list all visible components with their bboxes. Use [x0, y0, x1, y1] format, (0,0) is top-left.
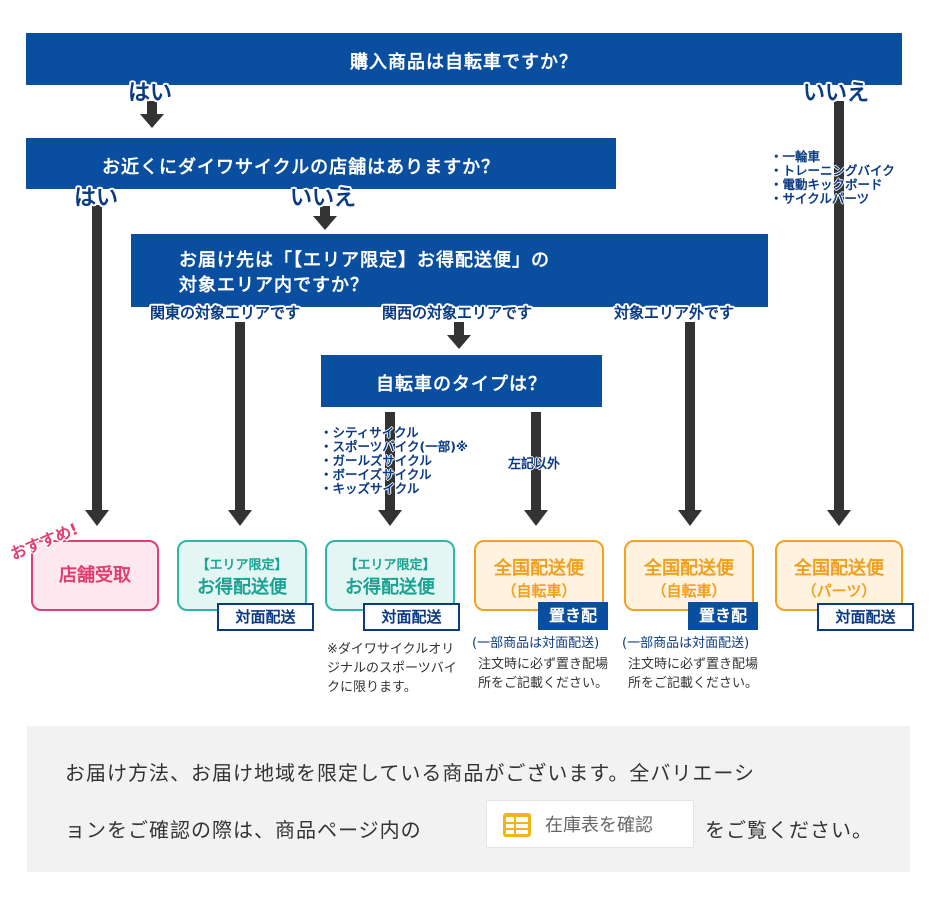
national-1-sub: （自転車）	[501, 582, 577, 600]
stock-table-button[interactable]: 在庫表を確認	[486, 800, 694, 848]
footer-line-2a: ョンをご確認の際は、商品ページ内の	[65, 818, 422, 842]
question-bar-3: お届け先は「【エリア限定】お得配送便」の 対象エリア内ですか？	[131, 234, 768, 307]
parts-label: 全国配送便	[794, 558, 884, 579]
kansai-service-label: お得配送便	[345, 577, 435, 598]
answer-q1-yes: はい	[128, 81, 173, 106]
parts-sub: （パーツ）	[801, 582, 877, 600]
question-text-1: 購入商品は自転車ですか？	[350, 52, 578, 73]
question-bar-4: 自転車のタイプは？	[321, 355, 602, 407]
kansai-area-label: 【エリア限定】	[344, 558, 436, 573]
result-national-bicycle-1: 全国配送便 （自転車）	[474, 540, 604, 611]
non-bicycle-list: ・一輪車 ・トレーニングバイク ・電動キックボード ・サイクルパーツ	[770, 150, 895, 206]
parts-delivery-tag: 対面配送	[817, 603, 914, 631]
list-item: ・サイクルパーツ	[770, 191, 870, 206]
national-2-note: 注文時に必ず置き配場所をご記載ください。	[628, 657, 759, 691]
answer-outside: 対象エリア外です	[614, 304, 735, 322]
answer-q2-no: いいえ	[290, 186, 357, 211]
answer-kansai: 関西の対象エリアです	[382, 304, 533, 322]
national-2-sub: （自転車）	[651, 582, 727, 600]
kanto-area-label: 【エリア限定】	[196, 558, 288, 573]
question-text-4: 自転車のタイプは？	[376, 374, 547, 395]
national-2-tag: 置き配	[688, 602, 758, 630]
footer-line-1: お届け方法、お届け地域を限定している商品がございます。全バリエーシ	[65, 761, 755, 785]
list-item: ・スポーツバイク(一部)※	[320, 439, 469, 454]
kansai-delivery-tag: 対面配送	[363, 603, 460, 631]
question-bar-1: 購入商品は自転車ですか？	[26, 33, 902, 85]
footer-notice: お届け方法、お届け地域を限定している商品がございます。全バリエーシ ョンをご確認…	[27, 726, 910, 872]
kanto-service-label: お得配送便	[197, 577, 287, 598]
answer-q1-no: いいえ	[803, 81, 870, 106]
national-1-tag: 置き配	[538, 602, 608, 630]
bike-type-list: ・シティサイクル ・スポーツバイク(一部)※ ・ガールズサイクル ・ボーイズサイ…	[320, 426, 468, 496]
footer-line-2b: をご覧ください。	[705, 818, 873, 842]
list-item: ・一輪車	[770, 149, 821, 164]
answer-q2-yes: はい	[74, 186, 119, 211]
national-1-note: 注文時に必ず置き配場所をご記載ください。	[478, 657, 609, 691]
question-text-2: お近くにダイワサイクルの店舗はありますか？	[102, 157, 501, 178]
result-national-parts: 全国配送便 （パーツ）	[775, 540, 903, 611]
list-item: ・トレーニングバイク	[770, 163, 895, 178]
store-pickup-label: 店舗受取	[59, 565, 131, 586]
kanto-delivery-tag: 対面配送	[217, 603, 314, 631]
answer-bike-other: 左記以外	[508, 457, 561, 472]
grid-table-icon	[503, 813, 531, 837]
list-item: ・シティサイクル	[320, 425, 419, 440]
kansai-note: ※ダイワサイクルオリジナルのスポーツバイクに限ります。	[327, 642, 457, 695]
result-national-bicycle-2: 全国配送便 （自転車）	[624, 540, 754, 611]
stock-table-button-label: 在庫表を確認	[545, 815, 653, 836]
question-text-3a: お届け先は「【エリア限定】お得配送便」の	[179, 250, 550, 271]
national-1-label: 全国配送便	[494, 558, 584, 579]
result-kansai-delivery: 【エリア限定】 お得配送便	[325, 540, 455, 611]
list-item: ・ガールズサイクル	[320, 453, 432, 468]
result-kanto-delivery: 【エリア限定】 お得配送便	[177, 540, 307, 611]
question-bar-2: お近くにダイワサイクルの店舗はありますか？	[26, 138, 616, 189]
answer-kanto: 関東の対象エリアです	[150, 304, 301, 322]
list-item: ・ボーイズサイクル	[320, 467, 432, 482]
question-text-3b: 対象エリア内ですか？	[179, 275, 369, 296]
list-item: ・電動キックボード	[770, 177, 883, 192]
list-item: ・キッズサイクル	[320, 481, 420, 496]
result-store-pickup: 店舗受取	[31, 540, 159, 611]
national-1-paren: (一部商品は対面配送)	[472, 636, 600, 651]
national-2-paren: (一部商品は対面配送)	[622, 636, 750, 651]
national-2-label: 全国配送便	[644, 558, 734, 579]
